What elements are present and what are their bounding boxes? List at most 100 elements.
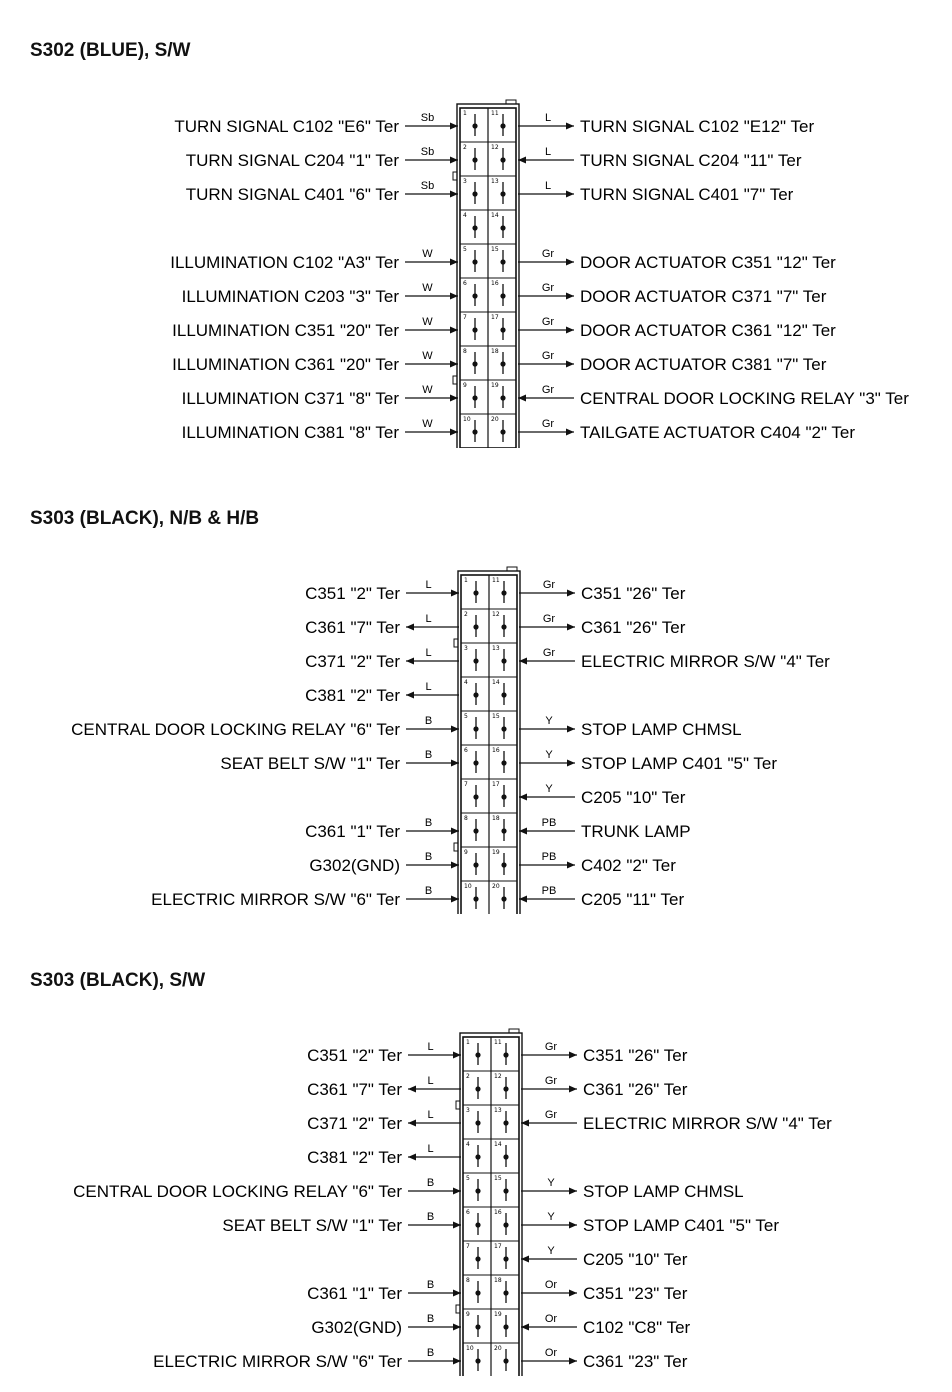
- pin-number-right: 17: [494, 1243, 502, 1250]
- arrow-head: [450, 258, 458, 266]
- pin-number-left: 10: [464, 883, 472, 890]
- wire-color-right: Or: [545, 1313, 558, 1325]
- wire-color-right: Gr: [545, 1109, 558, 1121]
- pin-number-left: 8: [464, 815, 468, 822]
- arrow-head: [451, 589, 459, 597]
- terminal-dot: [475, 1154, 481, 1160]
- terminal-dot: [475, 1256, 481, 1262]
- wire-color-left: B: [427, 1313, 434, 1325]
- wire-color-left: B: [425, 851, 432, 863]
- terminal-dot: [501, 896, 507, 902]
- arrow-head: [451, 759, 459, 767]
- arrow-head: [569, 1221, 577, 1229]
- terminal-dot: [500, 225, 506, 231]
- connector-body: [452, 99, 520, 448]
- pin-number-right: 19: [492, 849, 500, 856]
- pin-number-left: 2: [466, 1073, 470, 1080]
- wire-color-right: Gr: [542, 282, 555, 294]
- terminal-dot: [503, 1222, 509, 1228]
- arrow-head: [567, 589, 575, 597]
- terminal-dot: [503, 1086, 509, 1092]
- pin-number-right: 15: [492, 713, 500, 720]
- wire-color-left: L: [427, 1109, 433, 1121]
- terminal-dot: [472, 361, 478, 367]
- right-terminal-label: C361 "23" Ter: [583, 1352, 688, 1371]
- right-terminal-label: DOOR ACTUATOR C361 "12" Ter: [580, 321, 836, 340]
- right-terminal-label: C351 "23" Ter: [583, 1284, 688, 1303]
- left-terminal-label: C351 "2" Ter: [307, 1046, 402, 1065]
- arrow-head: [519, 793, 527, 801]
- pin-number-left: 6: [466, 1209, 470, 1216]
- terminal-dot: [473, 726, 479, 732]
- pin-number-left: 2: [463, 144, 467, 151]
- terminal-dot: [473, 760, 479, 766]
- right-terminal-label: STOP LAMP C401 "5" Ter: [583, 1216, 779, 1235]
- connector-key: [455, 1100, 461, 1110]
- right-terminal-label: TAILGATE ACTUATOR C404 "2" Ter: [580, 423, 855, 442]
- right-terminal-label: C205 "10" Ter: [581, 788, 686, 807]
- wire-color-left: W: [422, 418, 433, 430]
- pin-number-right: 11: [492, 577, 500, 584]
- terminal-dot: [500, 157, 506, 163]
- arrow-head: [450, 122, 458, 130]
- left-terminal-label: C371 "2" Ter: [305, 652, 400, 671]
- wire-color-right: Gr: [543, 613, 556, 625]
- left-terminal-label: ILLUMINATION C102 "A3" Ter: [170, 253, 399, 272]
- wire-color-left: Sb: [421, 146, 434, 158]
- left-terminal-label: TURN SIGNAL C401 "6" Ter: [186, 185, 400, 204]
- left-terminal-label: CENTRAL DOOR LOCKING RELAY "6" Ter: [71, 720, 400, 739]
- pin-number-left: 9: [464, 849, 468, 856]
- terminal-dot: [503, 1188, 509, 1194]
- wire-color-left: B: [425, 885, 432, 897]
- wire-color-right: Gr: [545, 1041, 558, 1053]
- pin-number-left: 1: [463, 110, 467, 117]
- terminal-dot: [503, 1052, 509, 1058]
- terminal-dot: [500, 395, 506, 401]
- section-title: S302 (BLUE), S/W: [30, 40, 191, 61]
- wire-color-right: L: [545, 146, 551, 158]
- pin-number-left: 8: [463, 348, 467, 355]
- terminal-dot: [475, 1358, 481, 1364]
- terminal-dot: [473, 658, 479, 664]
- wire-color-left: L: [427, 1041, 433, 1053]
- pin-number-left: 5: [463, 246, 467, 253]
- arrow-head: [519, 895, 527, 903]
- arrow-head: [406, 657, 414, 665]
- wire-color-right: Y: [547, 1211, 555, 1223]
- pin-number-right: 12: [492, 611, 500, 618]
- wire-color-right: Y: [545, 715, 553, 727]
- terminal-dot: [500, 123, 506, 129]
- wire-color-right: Gr: [542, 316, 555, 328]
- connector-key: [452, 171, 458, 181]
- pin-number-left: 1: [466, 1039, 470, 1046]
- terminal-dot: [503, 1324, 509, 1330]
- right-terminal-label: C351 "26" Ter: [583, 1046, 688, 1065]
- arrow-head: [451, 725, 459, 733]
- section-title: S303 (BLACK), N/B & H/B: [30, 508, 260, 529]
- pin-number-left: 1: [464, 577, 468, 584]
- pin-number-right: 13: [491, 178, 499, 185]
- right-terminal-label: TURN SIGNAL C204 "11" Ter: [580, 151, 802, 170]
- pin-number-right: 15: [494, 1175, 502, 1182]
- pin-number-left: 8: [466, 1277, 470, 1284]
- wire-color-left: W: [422, 316, 433, 328]
- arrow-head: [450, 292, 458, 300]
- wire-color-right: Gr: [545, 1075, 558, 1087]
- arrow-head: [566, 428, 574, 436]
- wire-color-left: B: [427, 1279, 434, 1291]
- arrow-head: [521, 1323, 529, 1331]
- arrow-head: [450, 156, 458, 164]
- wire-color-right: Gr: [542, 248, 555, 260]
- arrow-head: [451, 861, 459, 869]
- terminal-dot: [501, 624, 507, 630]
- terminal-dot: [501, 828, 507, 834]
- wire-color-left: B: [427, 1211, 434, 1223]
